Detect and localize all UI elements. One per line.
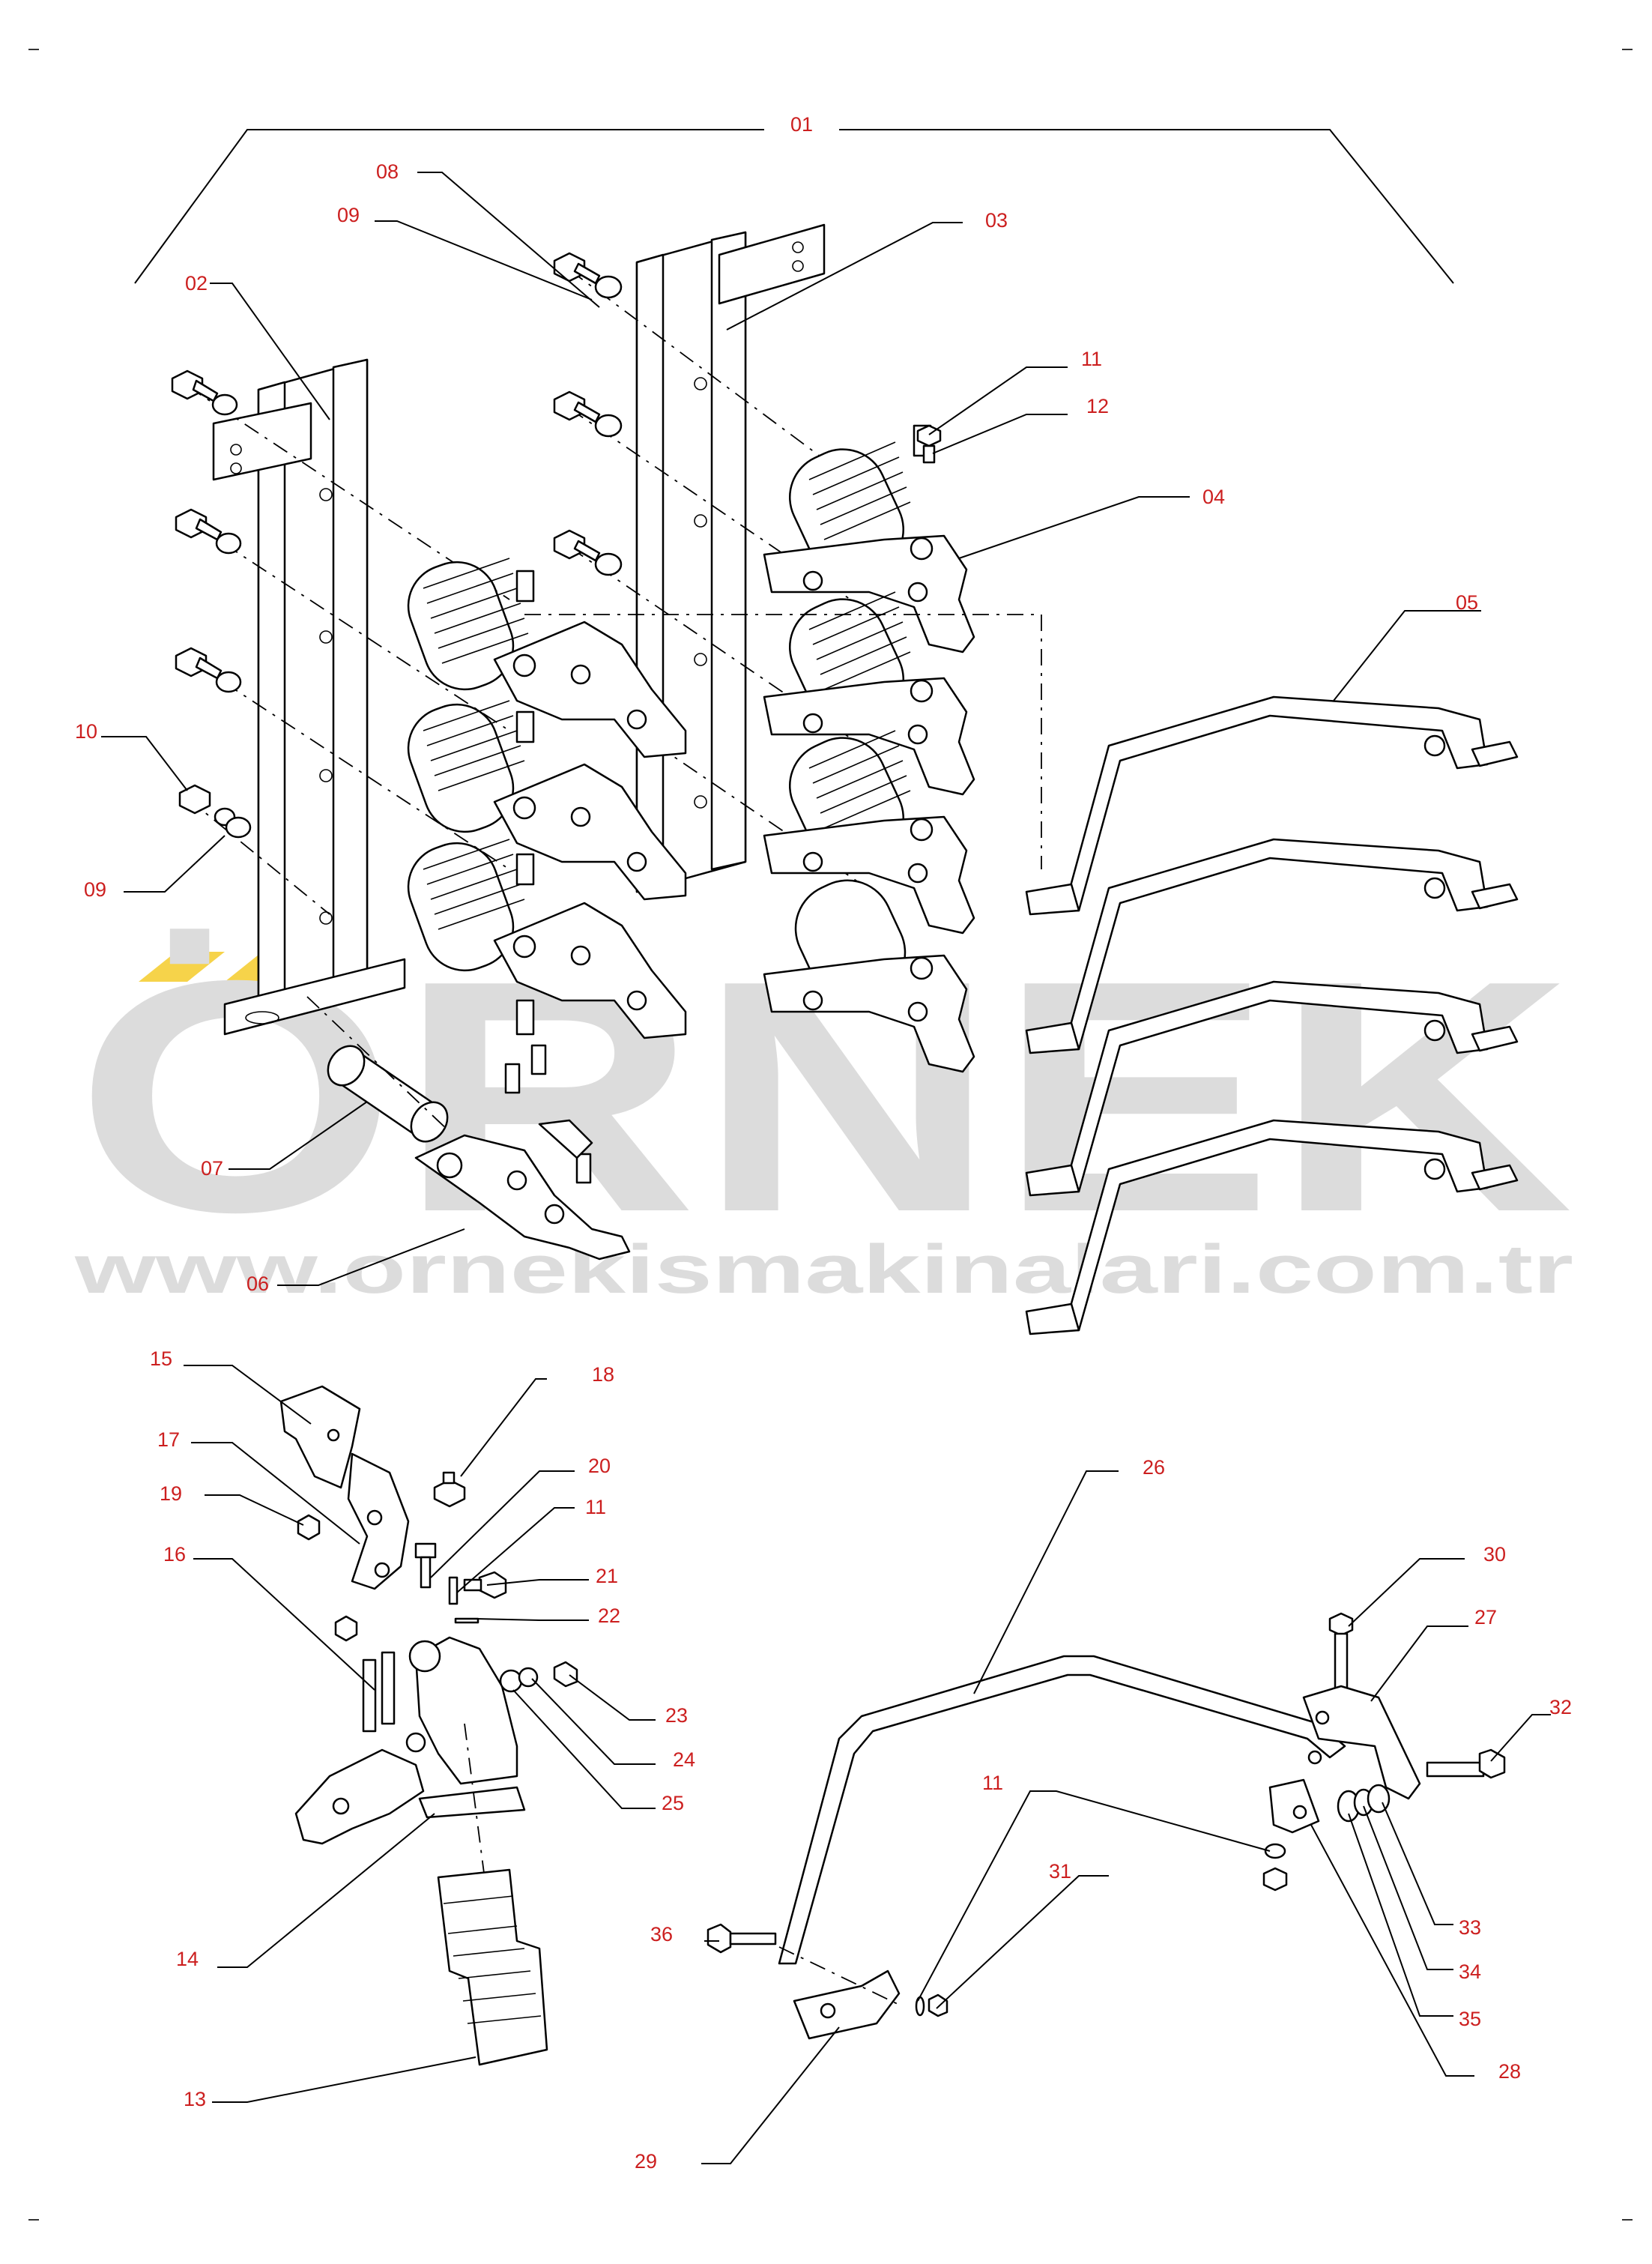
callout-14: 14 <box>176 1948 199 1970</box>
clamp-28 <box>1268 1778 1320 1834</box>
bolt <box>178 784 252 839</box>
callout-18: 18 <box>592 1363 614 1386</box>
callout-01: 01 <box>790 113 813 136</box>
callout-09-top: 09 <box>337 204 360 226</box>
shank-assembly-06 <box>414 1044 631 1261</box>
frame-post-02 <box>212 358 406 1036</box>
callout-34: 34 <box>1459 1960 1481 1983</box>
callout-26: 26 <box>1143 1456 1165 1479</box>
tine-15 <box>279 1385 361 1489</box>
callout-35: 35 <box>1459 2008 1481 2030</box>
callout-32: 32 <box>1549 1696 1572 1718</box>
callout-24: 24 <box>673 1748 695 1771</box>
nut-31b <box>915 1993 948 2017</box>
callout-36: 36 <box>650 1923 673 1945</box>
callout-28: 28 <box>1498 2060 1521 2083</box>
washers-33-35 <box>1337 1784 1391 1823</box>
callout-04: 04 <box>1202 486 1225 508</box>
callout-21: 21 <box>596 1565 618 1587</box>
nut-19b <box>334 1615 358 1642</box>
bracket-29 <box>793 1969 901 2040</box>
callout-29: 29 <box>635 2150 657 2173</box>
bolt-row <box>171 252 862 915</box>
callout-25: 25 <box>662 1792 684 1814</box>
nut-19 <box>297 1514 321 1541</box>
nut-31 <box>1262 1843 1288 1892</box>
callout-22: 22 <box>598 1605 620 1627</box>
pin-22 <box>454 1617 479 1624</box>
arm-17 <box>347 1452 410 1590</box>
bolt-20 <box>414 1542 437 1589</box>
spring-13 <box>437 1868 548 2066</box>
watermark-url: www.ornekismakinalari.com.tr <box>73 1231 1573 1308</box>
stabiliser-bar <box>1025 838 1519 1054</box>
pin-11 <box>448 1576 459 1605</box>
bolt <box>171 369 238 416</box>
callout-20: 20 <box>588 1455 611 1477</box>
callout-31: 31 <box>1049 1860 1071 1883</box>
shank-assembly-right-1 <box>763 424 975 653</box>
shank-assembly-right-3 <box>763 730 975 935</box>
callout-19: 19 <box>160 1482 182 1505</box>
callout-10: 10 <box>75 720 97 743</box>
callout-15: 15 <box>150 1347 172 1370</box>
callout-16: 16 <box>163 1543 186 1566</box>
stabiliser-bar <box>1025 980 1519 1197</box>
shank-exploded-view <box>279 1385 578 2066</box>
watermark-accent-mark <box>139 952 225 982</box>
bolt <box>553 390 623 438</box>
stabiliser-bar <box>1025 1119 1519 1335</box>
bolt-21 <box>463 1571 507 1599</box>
shank-assembly-left-3 <box>407 839 687 1039</box>
callout-05: 05 <box>1456 591 1478 614</box>
stabiliser-bars-05 <box>1025 695 1519 1335</box>
callout-06: 06 <box>246 1273 269 1295</box>
bolt <box>553 529 623 576</box>
callout-08: 08 <box>376 160 399 183</box>
bar-assembly-26 <box>707 1612 1506 2040</box>
washer-24-25 <box>499 1661 578 1693</box>
springs-16 <box>362 1651 396 1733</box>
callout-07: 07 <box>201 1157 223 1180</box>
callout-30: 30 <box>1483 1543 1506 1566</box>
pipe-07 <box>306 996 450 1143</box>
callout-23: 23 <box>665 1704 688 1727</box>
shank-assembly-right-2 <box>763 591 975 796</box>
callout-09-left: 09 <box>84 878 106 901</box>
callout-33: 33 <box>1459 1916 1481 1939</box>
callout-13: 13 <box>184 2088 206 2110</box>
callout-11-right: 11 <box>982 1772 1003 1794</box>
bolt-36 <box>707 1923 777 1954</box>
body-14 <box>408 1636 526 1819</box>
callout-03: 03 <box>985 209 1008 232</box>
crop-marks <box>28 49 1633 2221</box>
callout-12: 12 <box>1086 395 1109 417</box>
callout-11-top: 11 <box>1081 348 1102 370</box>
bolt <box>175 647 242 693</box>
callout-leaders <box>101 172 1551 2164</box>
shank-assembly-left-1 <box>407 558 687 758</box>
shank-assembly-right-4 <box>763 879 975 1073</box>
bracket-27 <box>1302 1685 1421 1800</box>
callout-02: 02 <box>185 272 208 295</box>
callout-11-mid: 11 <box>585 1496 606 1518</box>
fitting-18 <box>433 1471 466 1508</box>
callout-labels: 01 02 03 04 05 06 07 08 09 09 10 11 12 1… <box>75 113 1572 2173</box>
bolt <box>175 508 242 555</box>
stabiliser-bar <box>1025 695 1519 916</box>
callout-17: 17 <box>157 1428 180 1451</box>
callout-27: 27 <box>1474 1606 1497 1628</box>
tine-lower <box>294 1732 426 1845</box>
shank-assembly-left-2 <box>407 700 687 901</box>
bolt-32 <box>1426 1748 1506 1779</box>
top-assembly <box>134 129 1519 1335</box>
bolt <box>553 252 623 299</box>
bolt-30 <box>1328 1612 1354 1691</box>
